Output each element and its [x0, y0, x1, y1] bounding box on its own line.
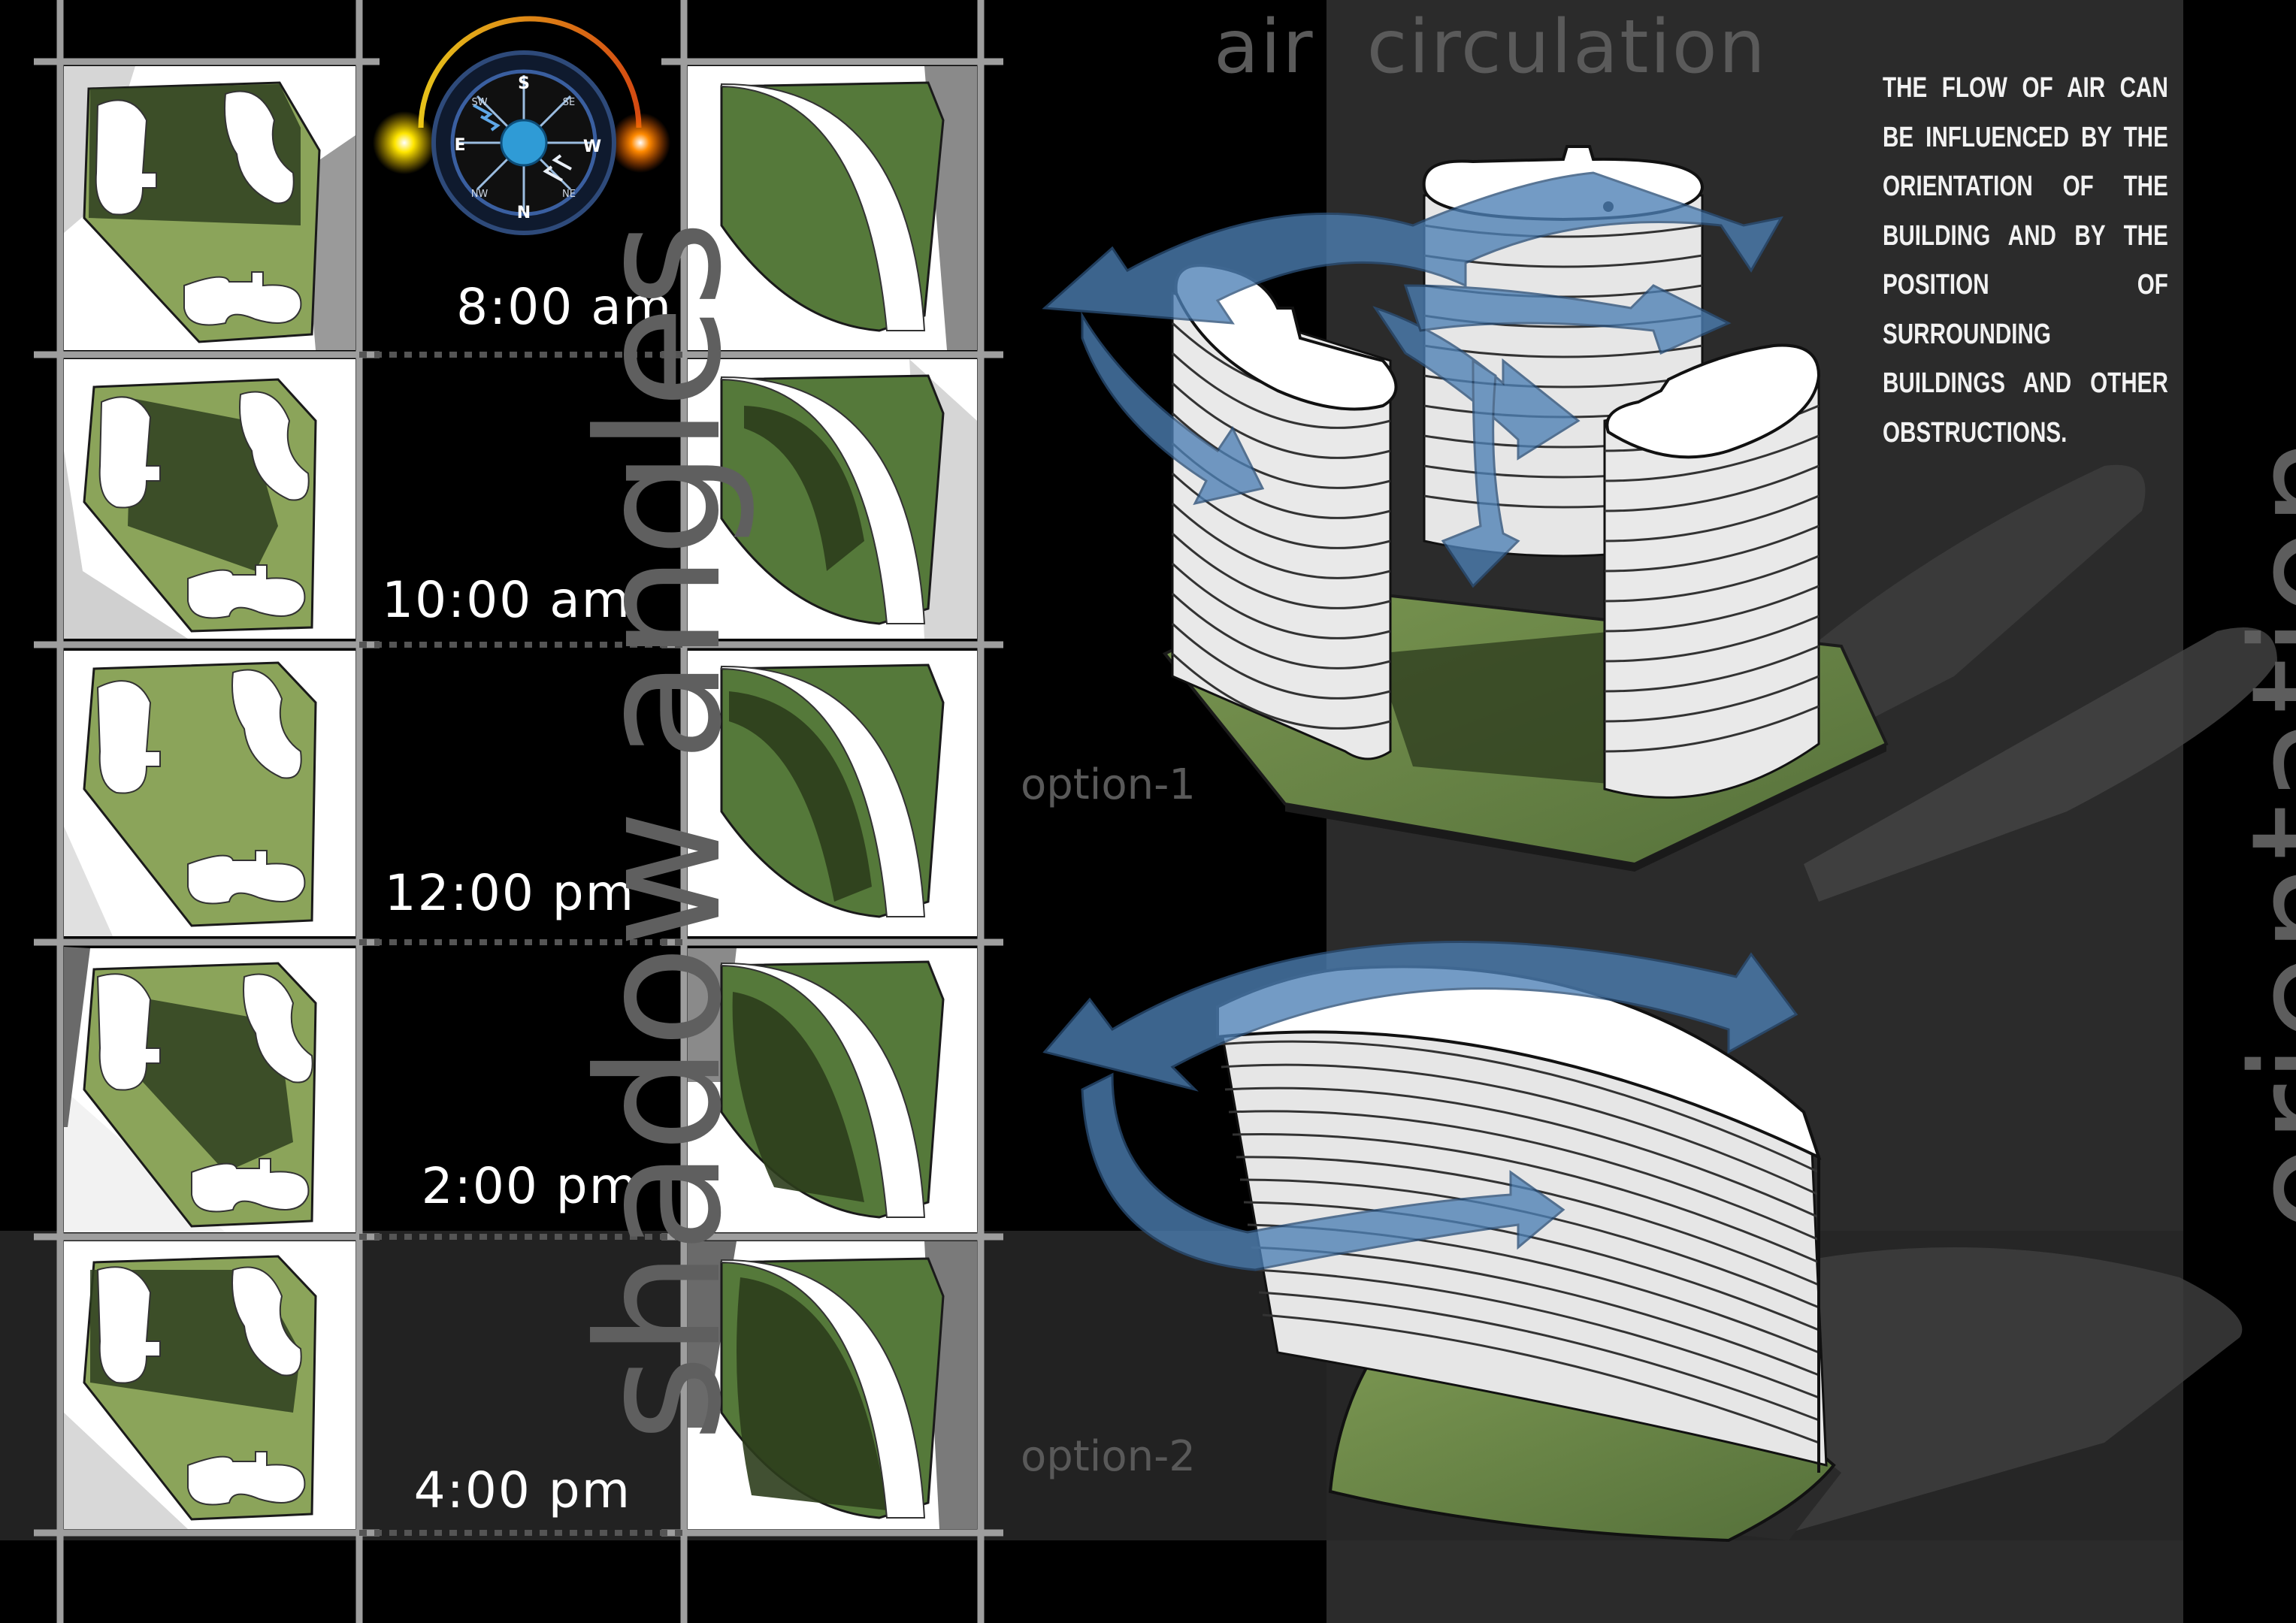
compass-s-label: S — [518, 74, 530, 93]
air-circulation-title: air circulation — [1214, 5, 1767, 90]
shadow-study-grid — [34, 0, 1003, 1623]
option1-tower-right — [1603, 343, 1821, 799]
compass-ne-label: NE — [562, 189, 576, 200]
option2-model — [1042, 941, 2243, 1543]
time-label-1000: 10:00 am — [382, 571, 631, 629]
compass-w-label: W — [583, 138, 601, 156]
site-plan-0800-option1 — [83, 81, 321, 343]
compass-sw-label: SW — [471, 97, 487, 108]
time-label-0400: 4:00 pm — [413, 1461, 631, 1519]
air-flow-arrow-icon — [1042, 941, 1798, 1271]
site-plan-1200-option2 — [720, 663, 945, 918]
compass-se-label: SE — [563, 97, 575, 108]
compass-e-label: E — [454, 136, 465, 155]
site-plan-1000-option2 — [720, 374, 945, 625]
shadow-angles-title: shadow angles — [562, 222, 759, 1443]
sun-icon — [373, 111, 436, 174]
option2-label: option-2 — [1021, 1432, 1196, 1481]
title-circulation-word: circulation — [1366, 5, 1767, 90]
site-plan-0800-option2 — [720, 81, 945, 332]
air-flow-description: THE FLOW OF AIR CAN BE INFLUENCED BY THE… — [1883, 72, 2168, 449]
site-plan-0200-option2 — [720, 960, 945, 1219]
site-plan-0200-option1 — [83, 962, 317, 1228]
time-label-1200: 12:00 pm — [384, 864, 635, 922]
compass-icon: S N E W SW SE NW NE — [373, 16, 670, 235]
grid-lines — [34, 0, 1003, 1623]
site-plan-0400-option1 — [83, 1255, 317, 1521]
grid-dashes — [359, 352, 684, 1536]
option1-label: option-1 — [1021, 760, 1196, 809]
time-label-0800: 8:00 am — [456, 278, 673, 336]
compass-n-label: N — [517, 204, 531, 222]
time-label-0200: 2:00 pm — [421, 1157, 639, 1215]
site-plan-1200-option1 — [83, 661, 317, 927]
site-plan-1000-option1 — [83, 378, 317, 633]
sun-icon — [610, 113, 670, 173]
title-air-word: air — [1214, 5, 1314, 90]
option1-model — [1042, 145, 2277, 902]
air-flow-arrow-icon — [1042, 171, 1783, 588]
orientation-title: orientation — [2221, 434, 2296, 1232]
compass-nw-label: NW — [471, 189, 489, 200]
site-plan-0400-option2 — [720, 1257, 945, 1519]
